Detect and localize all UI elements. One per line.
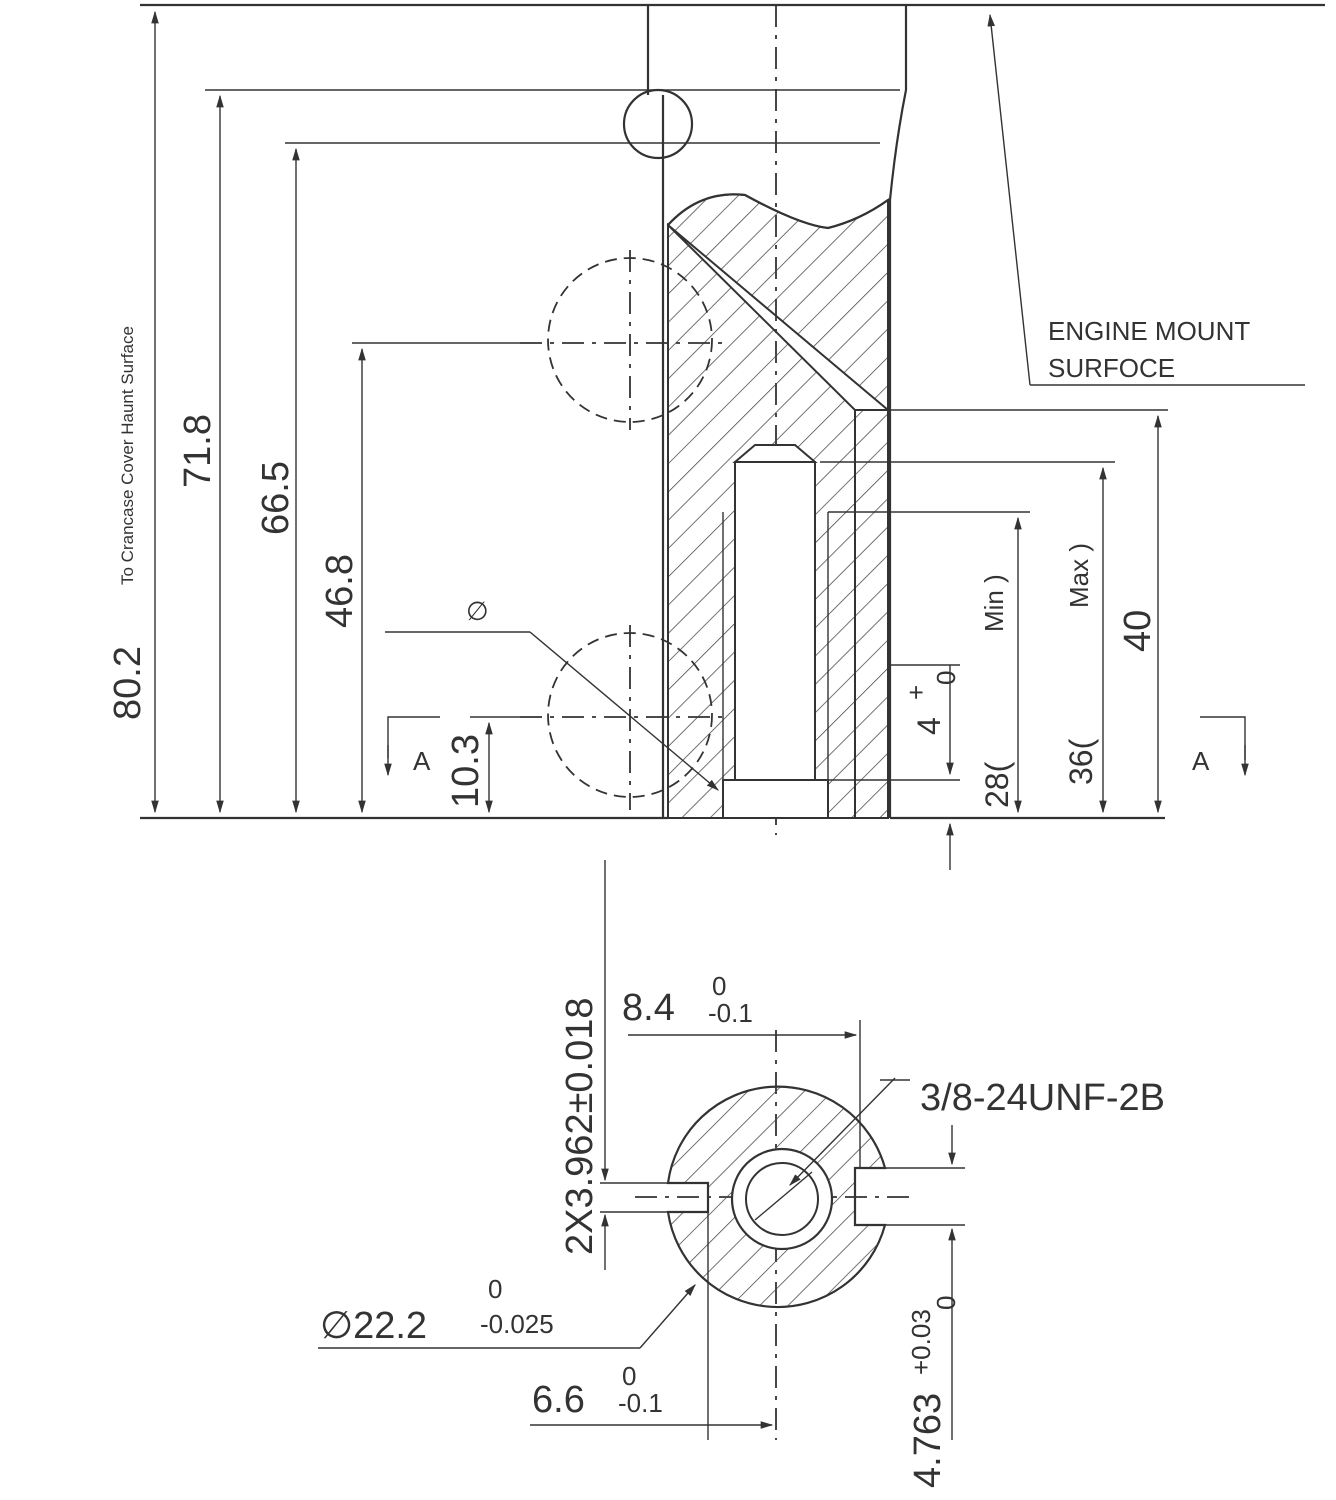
section-view: 2X3.962±0.018 8.4 0 -0.1 3/8-24UNF-2B ∅2…	[318, 860, 1165, 1488]
dim-6-6-label: 6.6	[532, 1379, 585, 1421]
dim-22-2-tol-upper: 0	[488, 1274, 502, 1304]
dim-4-763-tol-lower: 0	[931, 1296, 961, 1310]
threaded-hole	[734, 461, 816, 781]
dim-6-6-tol-lower: -0.1	[618, 1388, 663, 1418]
dim-22-2-label: ∅22.2	[320, 1305, 427, 1347]
dim-36-label: 36(	[1063, 738, 1099, 785]
dim-4-tol-zero: 0	[931, 671, 961, 685]
side-view: 80.2 To Crancase Cover Haunt Surface 71.…	[107, 3, 1325, 870]
diameter-symbol: ∅	[466, 596, 489, 626]
dim-8-4-tol-upper: 0	[712, 971, 726, 1001]
dim-28-label: 28(	[979, 761, 1015, 808]
dim-4-tol-plus: +	[901, 685, 931, 700]
dim-4-763-tol-upper: +0.03	[906, 1309, 936, 1375]
section-a-right: A	[1192, 746, 1210, 776]
keyhole-circle	[622, 88, 694, 160]
engine-mount-label-2: SURFOCE	[1048, 353, 1175, 383]
thread-spec-label: 3/8-24UNF-2B	[920, 1077, 1165, 1119]
min-label: Min )	[979, 574, 1009, 632]
dim-22-2-tol-lower: -0.025	[480, 1309, 554, 1339]
engine-mount-label-1: ENGINE MOUNT	[1048, 316, 1250, 346]
dim-8-4-tol-lower: -0.1	[708, 998, 753, 1028]
dim-40-label: 40	[1117, 610, 1159, 652]
thread-hole-inner	[745, 1162, 819, 1236]
dim-46-8-label: 46.8	[319, 554, 361, 628]
key-width-label: 2X3.962±0.018	[559, 997, 601, 1255]
dim-10-3-label: 10.3	[445, 734, 487, 808]
dim-66-5-label: 66.5	[255, 461, 297, 535]
dim-8-4-label: 8.4	[622, 987, 675, 1029]
crankcase-note: To Crancase Cover Haunt Surface	[118, 326, 137, 585]
shaft-right-outline	[888, 5, 908, 818]
dim-6-6-tol-upper: 0	[622, 1361, 636, 1391]
max-label: Max )	[1064, 543, 1094, 608]
dim-4-label: 4	[911, 717, 947, 735]
dim-80-2-label: 80.2	[107, 646, 149, 720]
section-a-left: A	[413, 746, 431, 776]
dim-4-763-label: 4.763	[907, 1393, 949, 1488]
dim-71-8-label: 71.8	[177, 414, 219, 488]
